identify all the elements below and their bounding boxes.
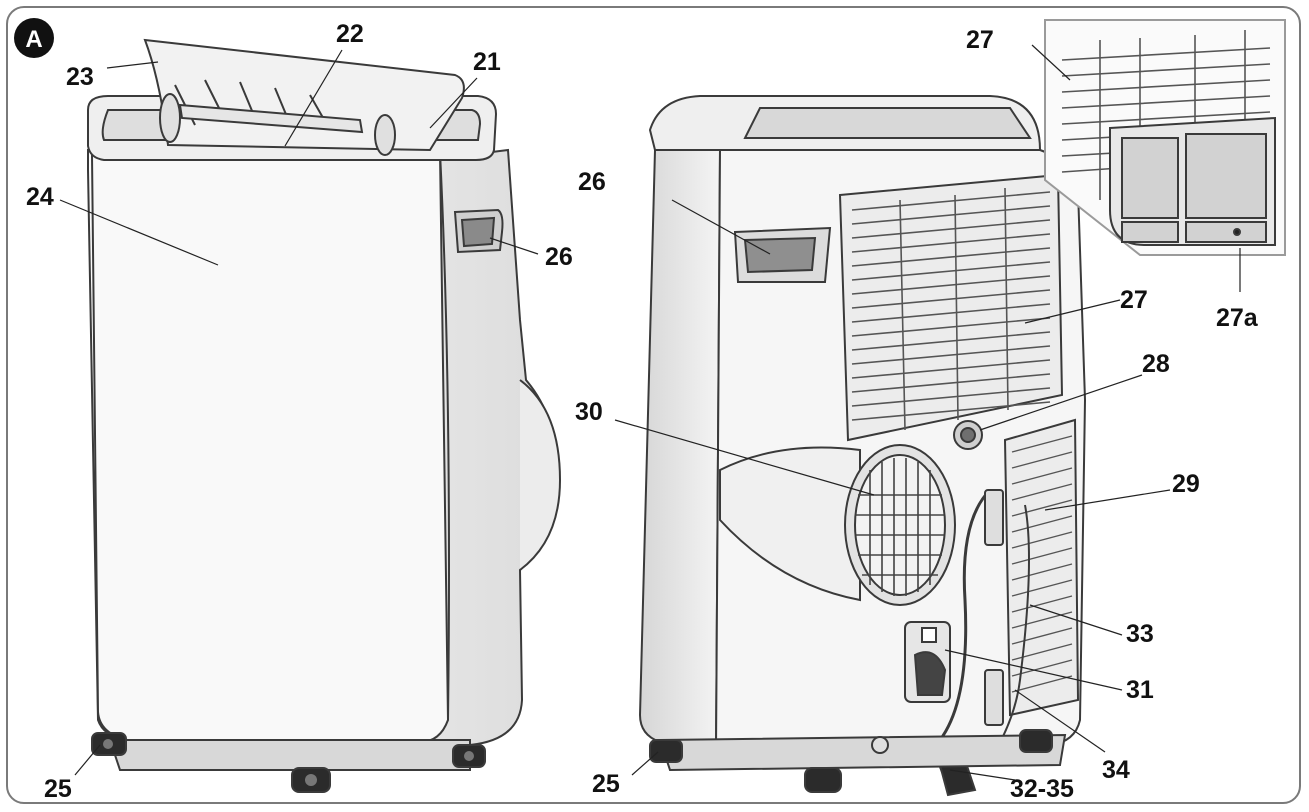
callout-32-35: 32-35 [1010,775,1074,803]
callout-24: 24 [26,183,54,211]
callout-28: 28 [1142,350,1170,378]
leader-lines [59,44,1241,781]
callout-27-inset: 27 [966,26,994,54]
callout-31: 31 [1126,676,1154,704]
callout-labels: 23 22 21 24 26 25 26 27 28 29 30 33 31 3… [26,20,1259,803]
callout-21: 21 [473,48,501,76]
rear-unit [638,95,1087,797]
front-unit [87,38,562,793]
callout-26-front: 26 [545,243,573,271]
badge-label: A [25,26,42,53]
callout-30: 30 [575,398,603,426]
callout-34: 34 [1102,756,1130,784]
callout-25-front: 25 [44,775,72,803]
callout-23: 23 [66,63,94,91]
callout-27a: 27a [1216,304,1259,332]
filter-inset [1044,19,1286,256]
callout-33: 33 [1126,620,1154,648]
callout-22: 22 [336,20,364,48]
figure-badge: A [14,18,54,58]
callout-29: 29 [1172,470,1200,498]
callout-26-rear: 26 [578,168,606,196]
figure-frame [6,6,1301,804]
callout-25-rear: 25 [592,770,620,798]
callout-27-rear: 27 [1120,286,1148,314]
